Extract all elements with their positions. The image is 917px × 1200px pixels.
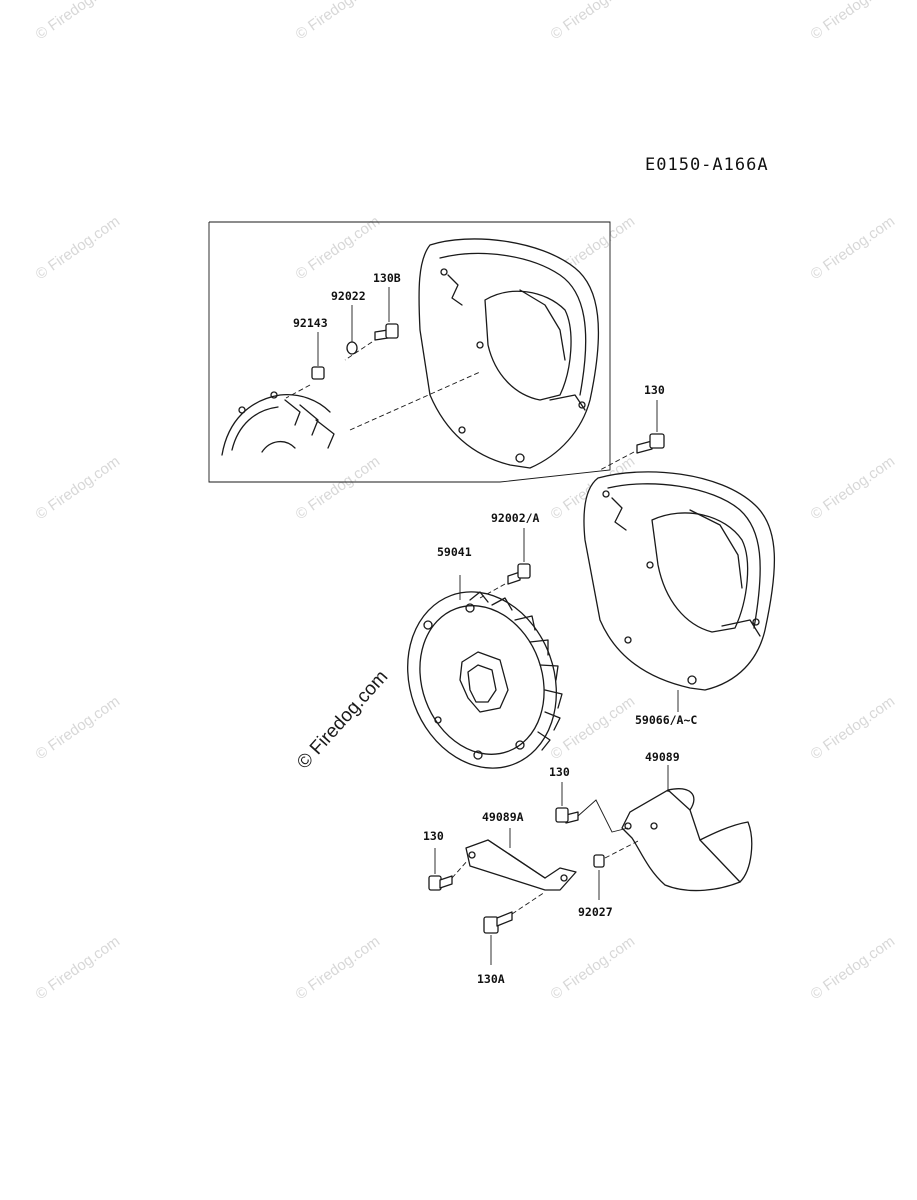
watermark-text: © Firedog.com bbox=[293, 0, 384, 43]
watermark-text: © Firedog.com bbox=[33, 0, 124, 43]
part-label-59041: 59041 bbox=[437, 545, 472, 559]
part-label-92002a: 92002/A bbox=[491, 511, 540, 525]
watermark-text: © Firedog.com bbox=[33, 453, 124, 523]
watermark-text: © Firedog.com bbox=[33, 933, 124, 1003]
part-label-49089: 49089 bbox=[645, 750, 680, 764]
inset-box bbox=[208, 221, 611, 483]
diagram-code: E0150-A166A bbox=[645, 155, 769, 175]
fan-housing-inset bbox=[418, 238, 600, 469]
bracket-49089a bbox=[465, 828, 577, 891]
watermark-text: © Firedog.com bbox=[548, 693, 639, 763]
watermark-text: © Firedog.com bbox=[808, 453, 899, 523]
inset-hardware bbox=[285, 287, 481, 431]
bolt-92002a bbox=[479, 528, 531, 599]
part-label-92022: 92022 bbox=[331, 289, 366, 303]
fan-partial-inset bbox=[221, 391, 335, 456]
part-label-92027: 92027 bbox=[578, 905, 613, 919]
bolt-130-top bbox=[599, 400, 665, 471]
bolt-130-left bbox=[428, 848, 469, 891]
part-label-130a: 130A bbox=[477, 972, 505, 986]
part-label-59066: 59066/A~C bbox=[635, 713, 697, 727]
watermark-text: © Firedog.com bbox=[293, 213, 384, 283]
part-label-130-mid: 130 bbox=[549, 765, 570, 779]
part-label-130-top: 130 bbox=[644, 383, 665, 397]
watermark-text: © Firedog.com bbox=[808, 213, 899, 283]
fan-housing-main bbox=[583, 471, 776, 712]
watermark-text: © Firedog.com bbox=[808, 933, 899, 1003]
watermark-text: © Firedog.com bbox=[808, 693, 899, 763]
part-labels: 130B 92022 92143 130 92002/A 59041 59066… bbox=[293, 271, 697, 986]
bolt-130-mid bbox=[555, 782, 629, 833]
watermark-text: © Firedog.com bbox=[548, 0, 639, 43]
part-label-130b: 130B bbox=[373, 271, 401, 285]
watermark-grid: © Firedog.com © Firedog.com © Firedog.co… bbox=[33, 0, 899, 1003]
watermark-text: © Firedog.com bbox=[33, 213, 124, 283]
cooling-fan bbox=[407, 575, 563, 769]
bracket-49089 bbox=[621, 765, 753, 892]
watermark-text: © Firedog.com bbox=[548, 933, 639, 1003]
part-label-130-left: 130 bbox=[423, 829, 444, 843]
bolt-130a bbox=[483, 891, 546, 965]
watermark-main: © Firedog.com bbox=[293, 666, 392, 773]
watermark-text: © Firedog.com bbox=[293, 933, 384, 1003]
watermark-text: © Firedog.com bbox=[33, 693, 124, 763]
part-label-92143: 92143 bbox=[293, 316, 328, 330]
watermark-text: © Firedog.com bbox=[808, 0, 899, 43]
spacer-92027 bbox=[593, 839, 641, 900]
watermark-text: © Firedog.com bbox=[293, 453, 384, 523]
part-label-49089a: 49089A bbox=[482, 810, 524, 824]
